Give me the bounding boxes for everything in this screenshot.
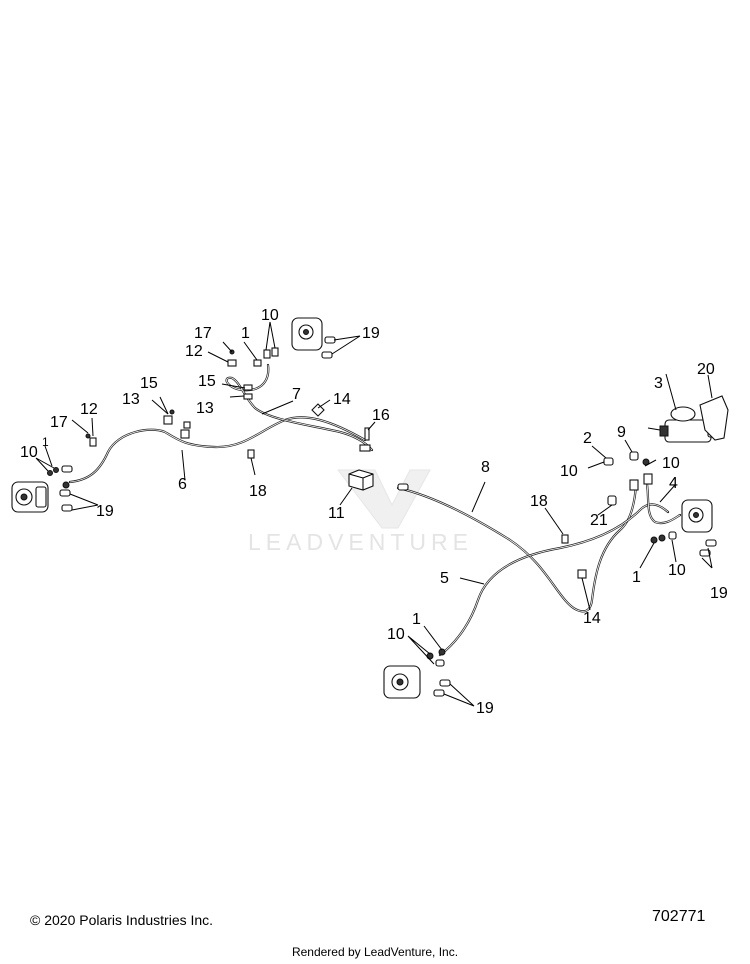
bracket-20	[699, 395, 729, 441]
callout-1-left: 1	[42, 435, 49, 449]
callout-20: 20	[697, 361, 715, 378]
callout-7: 7	[292, 386, 301, 403]
left-fittings	[47, 336, 371, 512]
callout-18-right: 18	[530, 493, 548, 510]
callout-11: 11	[328, 505, 345, 522]
leader-lines	[35, 321, 713, 707]
callout-4: 4	[669, 475, 678, 492]
callout-14-upper: 14	[333, 391, 351, 408]
callout-labels: 1 1 1 1 2 3 4 5 6 7 8 9 10 10 10 10 10 1…	[20, 307, 728, 717]
callout-21: 21	[590, 512, 608, 529]
rendered-by-text: Rendered by LeadVenture, Inc.	[291, 945, 459, 959]
callout-15-left: 15	[140, 375, 158, 392]
right-caliper	[681, 499, 713, 533]
right-fittings	[397, 451, 717, 697]
callout-14-lower: 14	[583, 610, 601, 627]
callout-16: 16	[372, 407, 390, 424]
callout-12-left: 12	[80, 401, 98, 418]
callout-19-upper: 19	[362, 325, 380, 342]
callout-10-right-b: 10	[662, 455, 680, 472]
callout-13-left: 13	[122, 391, 140, 408]
diagram-number: 702771	[652, 908, 706, 925]
junction-block-11	[348, 469, 374, 491]
callout-2: 2	[583, 430, 592, 447]
callout-3: 3	[654, 375, 663, 392]
callout-19-right: 19	[710, 585, 728, 602]
callout-13-upper: 13	[196, 400, 214, 417]
upper-left-caliper	[291, 317, 323, 351]
callout-10-upper: 10	[261, 307, 279, 324]
brake-line-5	[438, 503, 670, 657]
callout-17-upper: 17	[194, 325, 212, 342]
callout-9: 9	[617, 424, 626, 441]
callout-10-left: 10	[20, 444, 38, 461]
callout-10-lower: 10	[387, 626, 405, 643]
callout-5: 5	[440, 570, 449, 587]
callout-1-lower: 1	[412, 611, 421, 628]
callout-17-left: 17	[50, 414, 68, 431]
callout-8: 8	[481, 459, 490, 476]
brake-line-4	[644, 476, 682, 525]
callout-12-upper: 12	[185, 343, 203, 360]
callout-10-right-a: 10	[560, 463, 578, 480]
brake-line-8	[396, 483, 638, 613]
brake-line-6	[68, 416, 367, 484]
callout-1-right: 1	[632, 569, 641, 586]
callout-19-left: 19	[96, 503, 114, 520]
watermark-text: LEADVENTURE	[248, 529, 473, 555]
callout-18-left: 18	[249, 483, 267, 500]
lower-caliper	[383, 665, 421, 699]
callout-19-lower: 19	[476, 700, 494, 717]
callout-15-upper: 15	[198, 373, 216, 390]
left-caliper	[11, 481, 49, 513]
callout-10-right-c: 10	[668, 562, 686, 579]
copyright-text: © 2020 Polaris Industries Inc.	[30, 912, 214, 928]
callout-6: 6	[178, 476, 187, 493]
callout-1-upper: 1	[241, 325, 250, 342]
